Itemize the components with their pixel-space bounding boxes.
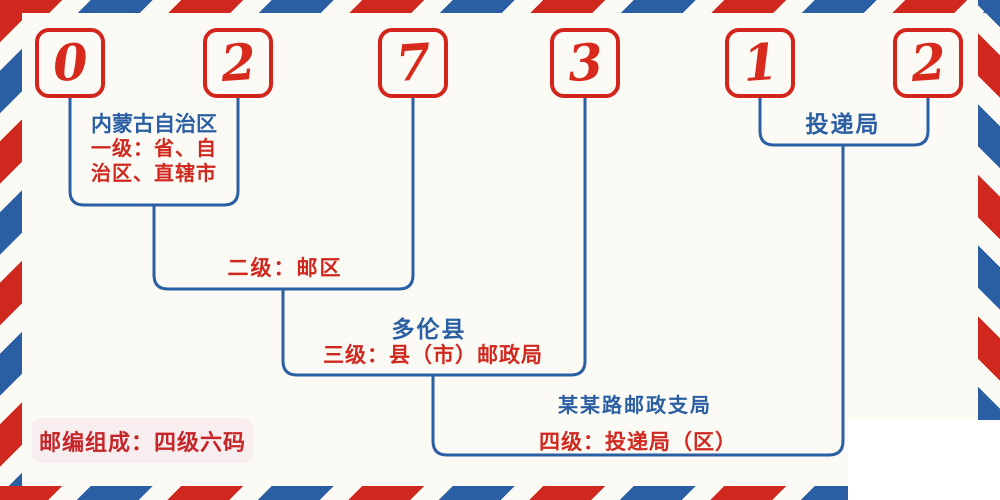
digit-box-4: 3 — [550, 28, 620, 98]
postal-code-composition-badge: 邮编组成：四级六码 — [32, 418, 253, 463]
level3-desc-label: 三级：县（市）邮政局 — [323, 344, 543, 367]
airmail-border-top — [0, 0, 1000, 13]
level2-desc-label: 二级：邮区 — [227, 257, 343, 280]
digit-2: 2 — [218, 31, 258, 94]
airmail-border-right — [978, 0, 1000, 500]
digit-box-3: 7 — [378, 28, 448, 98]
digit-3: 7 — [393, 31, 433, 94]
digit-box-2: 2 — [203, 28, 273, 98]
badge-text: 邮编组成：四级六码 — [38, 429, 246, 455]
level3-place-label: 多伦县 — [391, 317, 467, 342]
digit-box-6: 2 — [893, 28, 963, 98]
delivery-place-label: 投递局 — [805, 112, 881, 137]
digit-5: 1 — [740, 31, 780, 94]
airmail-border-left — [0, 0, 22, 500]
digit-box-1: 0 — [35, 28, 105, 98]
level1-desc-line2: 治区、直辖市 — [91, 163, 217, 185]
digit-box-5: 1 — [725, 28, 795, 98]
level4-place-label: 某某路邮政支局 — [558, 395, 712, 417]
digit-1: 0 — [50, 31, 90, 94]
digit-4: 3 — [565, 31, 605, 94]
level1-label-block: 内蒙古自治区 一级：省、自 治区、直辖市 — [91, 112, 217, 187]
digit-6: 2 — [908, 31, 948, 94]
airmail-border-bottom — [0, 486, 1000, 500]
level4-desc-label: 四级：投递局（区） — [539, 431, 737, 454]
level1-desc-line1: 一级：省、自 — [91, 138, 217, 160]
level4-bracket-path — [431, 145, 845, 457]
corner-white-patch — [848, 420, 1000, 500]
level1-place-label: 内蒙古自治区 — [91, 112, 217, 136]
